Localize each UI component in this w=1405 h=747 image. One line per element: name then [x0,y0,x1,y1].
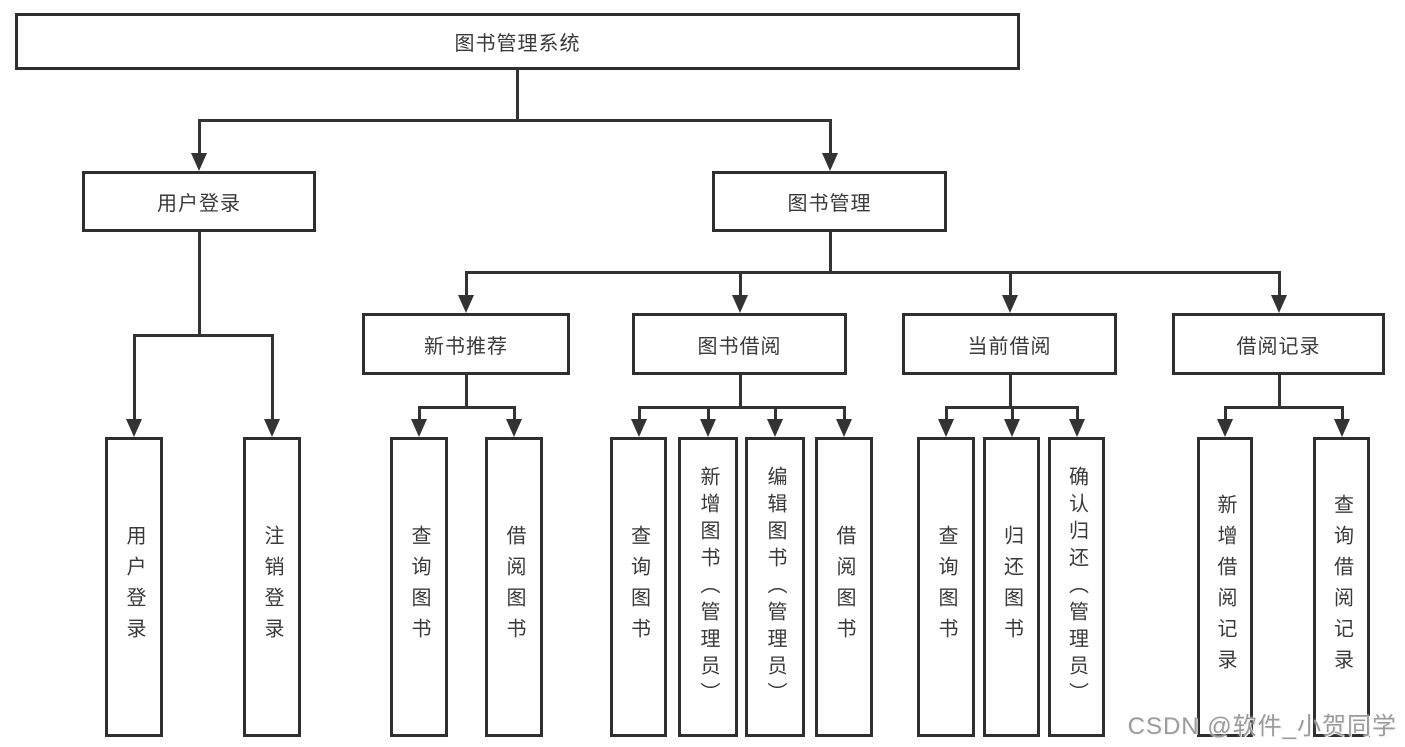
arrow-head-icon [631,419,647,437]
connector-line [132,335,136,424]
node-user-login: 用户登录 [82,171,316,232]
arrow-head-icon [836,419,852,437]
connector-line [637,405,846,409]
arrow-head-icon [1002,295,1018,313]
arrow-head-icon [1334,419,1350,437]
node-leaf-query-book-3: 查询图书 [917,437,975,737]
node-label: 借阅图书 [503,525,525,649]
connector-line [842,407,846,424]
node-label: 当前借阅 [967,335,1052,358]
node-label: 查询图书 [627,525,650,649]
node-leaf-query-record: 查询借阅记录 [1313,437,1370,737]
node-label: 图书借阅 [697,335,782,358]
node-label: 编辑图书（管理员） [764,465,786,709]
node-label: 用户登录 [123,525,145,649]
arrow-head-icon [411,419,427,437]
connector-line [515,70,519,120]
arrow-head-icon [938,419,954,437]
connector-line [417,407,421,424]
node-label: 归还图书 [1000,525,1023,649]
arrow-head-icon [264,419,280,437]
node-label: 新增图书（管理员） [697,465,719,709]
node-label: 借阅图书 [833,525,855,649]
arrow-head-icon [506,419,522,437]
arrow-head-icon [126,419,142,437]
arrow-head-icon [1004,419,1020,437]
connector-line [738,272,742,300]
node-borrow-records: 借阅记录 [1172,313,1385,375]
node-book-borrowing: 图书借阅 [632,313,847,375]
node-label: 借阅记录 [1236,335,1321,358]
connector-line [464,272,468,300]
arrow-head-icon [732,295,748,313]
node-root: 图书管理系统 [15,13,1020,70]
connector-line [464,270,1281,274]
connector-line [1340,407,1344,424]
watermark: CSDN @软件_小贺同学 [1127,713,1397,740]
node-label: 注销登录 [261,525,283,649]
connector-line [1223,407,1227,424]
connector-line [828,120,832,158]
connector-line [944,407,948,424]
arrow-head-icon [1271,295,1287,313]
connector-line [132,333,274,337]
node-leaf-borrow-book-1: 借阅图书 [485,437,543,737]
arrow-head-icon [191,153,207,171]
arrow-head-icon [767,419,783,437]
node-label: 新增借阅记录 [1214,494,1236,680]
connector-line [270,335,274,424]
connector-line [828,232,832,272]
node-leaf-add-book-admin: 新增图书（管理员） [678,437,738,737]
connector-line [464,375,468,407]
arrow-head-icon [1217,419,1233,437]
node-label: 图书管理系统 [454,33,581,55]
node-leaf-query-book-1: 查询图书 [390,437,448,737]
node-label: 查询图书 [408,525,430,649]
connector-line [197,232,201,335]
connector-line [738,375,742,407]
node-leaf-borrow-book-2: 借阅图书 [815,437,873,737]
node-label: 确认归还（管理员） [1065,465,1088,709]
node-leaf-user-login: 用户登录 [105,437,163,737]
connector-line [1277,375,1281,407]
node-label: 新书推荐 [424,335,508,358]
connector-line [706,407,710,424]
connector-line [197,118,832,122]
node-label: 查询借阅记录 [1330,494,1353,680]
connector-line [197,120,201,158]
node-label: 查询图书 [935,525,957,649]
node-new-book-recommend: 新书推荐 [362,313,570,375]
arrow-head-icon [822,153,838,171]
node-current-borrowing: 当前借阅 [902,313,1117,375]
connector-line [1008,272,1012,300]
node-leaf-query-book-2: 查询图书 [610,437,667,737]
connector-line [1277,272,1281,300]
arrow-head-icon [1069,419,1085,437]
connector-line [1008,375,1012,407]
node-leaf-edit-book-admin: 编辑图书（管理员） [745,437,805,737]
connector-line [1223,405,1344,409]
node-label: 图书管理 [787,193,872,215]
connector-line [512,407,516,424]
node-leaf-return-book: 归还图书 [983,437,1040,737]
arrow-head-icon [700,419,716,437]
connector-line [1075,407,1079,424]
node-leaf-confirm-return: 确认归还（管理员） [1048,437,1105,737]
connector-line [417,405,516,409]
connector-line [1010,407,1014,424]
connector-line [773,407,777,424]
connector-line [637,407,641,424]
node-leaf-logout: 注销登录 [243,437,301,737]
node-leaf-add-record: 新增借阅记录 [1197,437,1253,737]
node-label: 用户登录 [157,193,241,215]
node-book-management: 图书管理 [712,171,947,232]
arrow-head-icon [458,295,474,313]
